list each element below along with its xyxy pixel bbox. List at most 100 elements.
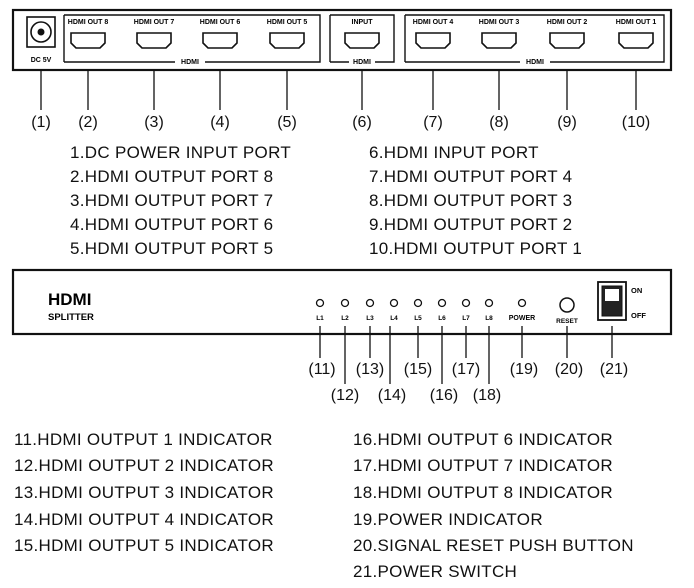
legend-item: 18.HDMI OUTPUT 8 INDICATOR <box>353 483 614 502</box>
group-label: HDMI <box>353 59 371 66</box>
port-label: HDMI OUT 2 <box>547 19 588 26</box>
led-indicator-icon <box>365 298 375 308</box>
legend-item: 2.HDMI OUTPUT PORT 8 <box>70 167 274 186</box>
hdmi-port-icon <box>269 32 305 49</box>
hdmi-port-icon <box>618 32 654 49</box>
dc-label: DC 5V <box>31 57 52 64</box>
legend-item: 10.HDMI OUTPUT PORT 1 <box>369 239 583 258</box>
led-label: L8 <box>485 315 493 322</box>
group-label: HDMI <box>181 59 199 66</box>
led-indicator-icon <box>315 298 325 308</box>
callout-14: (14) <box>377 387 407 404</box>
led-indicator-icon <box>413 298 423 308</box>
port-label: HDMI OUT 1 <box>616 19 657 26</box>
callout-16: (16) <box>429 387 459 404</box>
port-label: HDMI OUT 4 <box>413 19 454 26</box>
hdmi-port-icon <box>415 32 451 49</box>
legend-item: 17.HDMI OUTPUT 7 INDICATOR <box>353 456 614 475</box>
legend-item: 11.HDMI OUTPUT 1 INDICATOR <box>14 430 273 449</box>
legend-item: 7.HDMI OUTPUT PORT 4 <box>369 167 573 186</box>
callout-8: (8) <box>489 114 509 131</box>
rear-panel: DC 5V HDMI HDMI OUT 8 HDMI OUT 7 HDMI OU… <box>11 8 673 110</box>
led-label: L4 <box>390 315 398 322</box>
group-label: HDMI <box>526 59 544 66</box>
led-label: L3 <box>366 315 374 322</box>
hdmi-port-icon <box>70 32 106 49</box>
brand-line2: SPLITTER <box>48 312 94 323</box>
legend-item: 6.HDMI INPUT PORT <box>369 143 539 162</box>
led-indicator-icon <box>461 298 471 308</box>
port-label: HDMI OUT 6 <box>200 19 241 26</box>
callout-13: (13) <box>355 361 385 378</box>
callout-9: (9) <box>557 114 577 131</box>
legend-item: 1.DC POWER INPUT PORT <box>70 143 292 162</box>
brand-line1: HDMI <box>48 290 91 309</box>
dc-power-jack: DC 5V <box>26 16 56 64</box>
hdmi-port-icon <box>136 32 172 49</box>
callout-4: (4) <box>210 114 230 131</box>
legend-item: 13.HDMI OUTPUT 3 INDICATOR <box>14 483 275 502</box>
callout-21: (21) <box>599 361 629 378</box>
legend-item: 9.HDMI OUTPUT PORT 2 <box>369 215 573 234</box>
port-label: INPUT <box>352 19 374 26</box>
legend-item: 12.HDMI OUTPUT 2 INDICATOR <box>14 456 275 475</box>
switch-on-label: ON <box>631 286 642 295</box>
callout-1: (1) <box>31 114 51 131</box>
led-label: L5 <box>414 315 422 322</box>
callout-5: (5) <box>277 114 297 131</box>
output-group-b: HDMI HDMI OUT 4 HDMI OUT 3 HDMI OUT 2 HD… <box>404 14 665 66</box>
callout-11: (11) <box>308 361 336 378</box>
legend-item: 20.SIGNAL RESET PUSH BUTTON <box>353 536 634 555</box>
legend-item: 4.HDMI OUTPUT PORT 6 <box>70 215 274 234</box>
callout-12: (12) <box>330 387 360 404</box>
power-switch-icon <box>597 281 627 321</box>
front-leader-lines <box>319 326 613 384</box>
reset-label: RESET <box>556 318 578 325</box>
legend-item: 16.HDMI OUTPUT 6 INDICATOR <box>353 430 614 449</box>
front-panel: HDMI SPLITTER L1 L2 L3 L4 L5 L6 L7 L8 <box>11 268 673 384</box>
callout-3: (3) <box>144 114 164 131</box>
legend-item: 15.HDMI OUTPUT 5 INDICATOR <box>14 536 275 555</box>
legend-item: 5.HDMI OUTPUT PORT 5 <box>70 239 274 258</box>
hdmi-port-icon <box>549 32 585 49</box>
led-indicator-icon <box>340 298 350 308</box>
port-label: HDMI OUT 5 <box>267 19 308 26</box>
input-group: HDMI INPUT <box>329 14 395 66</box>
reset-button-icon <box>559 297 575 313</box>
power-led-icon <box>517 298 527 308</box>
callout-19: (19) <box>509 361 539 378</box>
callout-6: (6) <box>352 114 372 131</box>
legend-item: 21.POWER SWITCH <box>353 562 518 581</box>
led-label: L1 <box>316 315 324 322</box>
led-indicator-icon <box>484 298 494 308</box>
rear-leader-lines <box>40 70 637 110</box>
led-row: L1 L2 L3 L4 L5 L6 L7 L8 POWER <box>315 298 535 322</box>
legend-item: 14.HDMI OUTPUT 4 INDICATOR <box>14 510 275 529</box>
led-label: L6 <box>438 315 446 322</box>
port-label: HDMI OUT 8 <box>68 19 109 26</box>
callout-20: (20) <box>554 361 584 378</box>
output-group-a: HDMI HDMI OUT 8 HDMI OUT 7 HDMI OUT 6 HD… <box>63 14 321 66</box>
power-label: POWER <box>509 315 535 322</box>
hdmi-port-icon <box>344 32 380 49</box>
legend-item: 19.POWER INDICATOR <box>353 510 543 529</box>
callout-15: (15) <box>403 361 433 378</box>
port-label: HDMI OUT 7 <box>134 19 175 26</box>
callout-10: (10) <box>621 114 651 131</box>
callout-18: (18) <box>472 387 502 404</box>
hdmi-port-icon <box>481 32 517 49</box>
led-label: L7 <box>462 315 470 322</box>
hdmi-port-icon <box>202 32 238 49</box>
led-label: L2 <box>341 315 349 322</box>
led-indicator-icon <box>389 298 399 308</box>
port-label: HDMI OUT 3 <box>479 19 520 26</box>
legend-item: 8.HDMI OUTPUT PORT 3 <box>369 191 573 210</box>
callout-2: (2) <box>78 114 98 131</box>
callout-17: (17) <box>451 361 481 378</box>
legend-item: 3.HDMI OUTPUT PORT 7 <box>70 191 274 210</box>
switch-off-label: OFF <box>631 311 646 320</box>
callout-7: (7) <box>423 114 443 131</box>
led-indicator-icon <box>437 298 447 308</box>
